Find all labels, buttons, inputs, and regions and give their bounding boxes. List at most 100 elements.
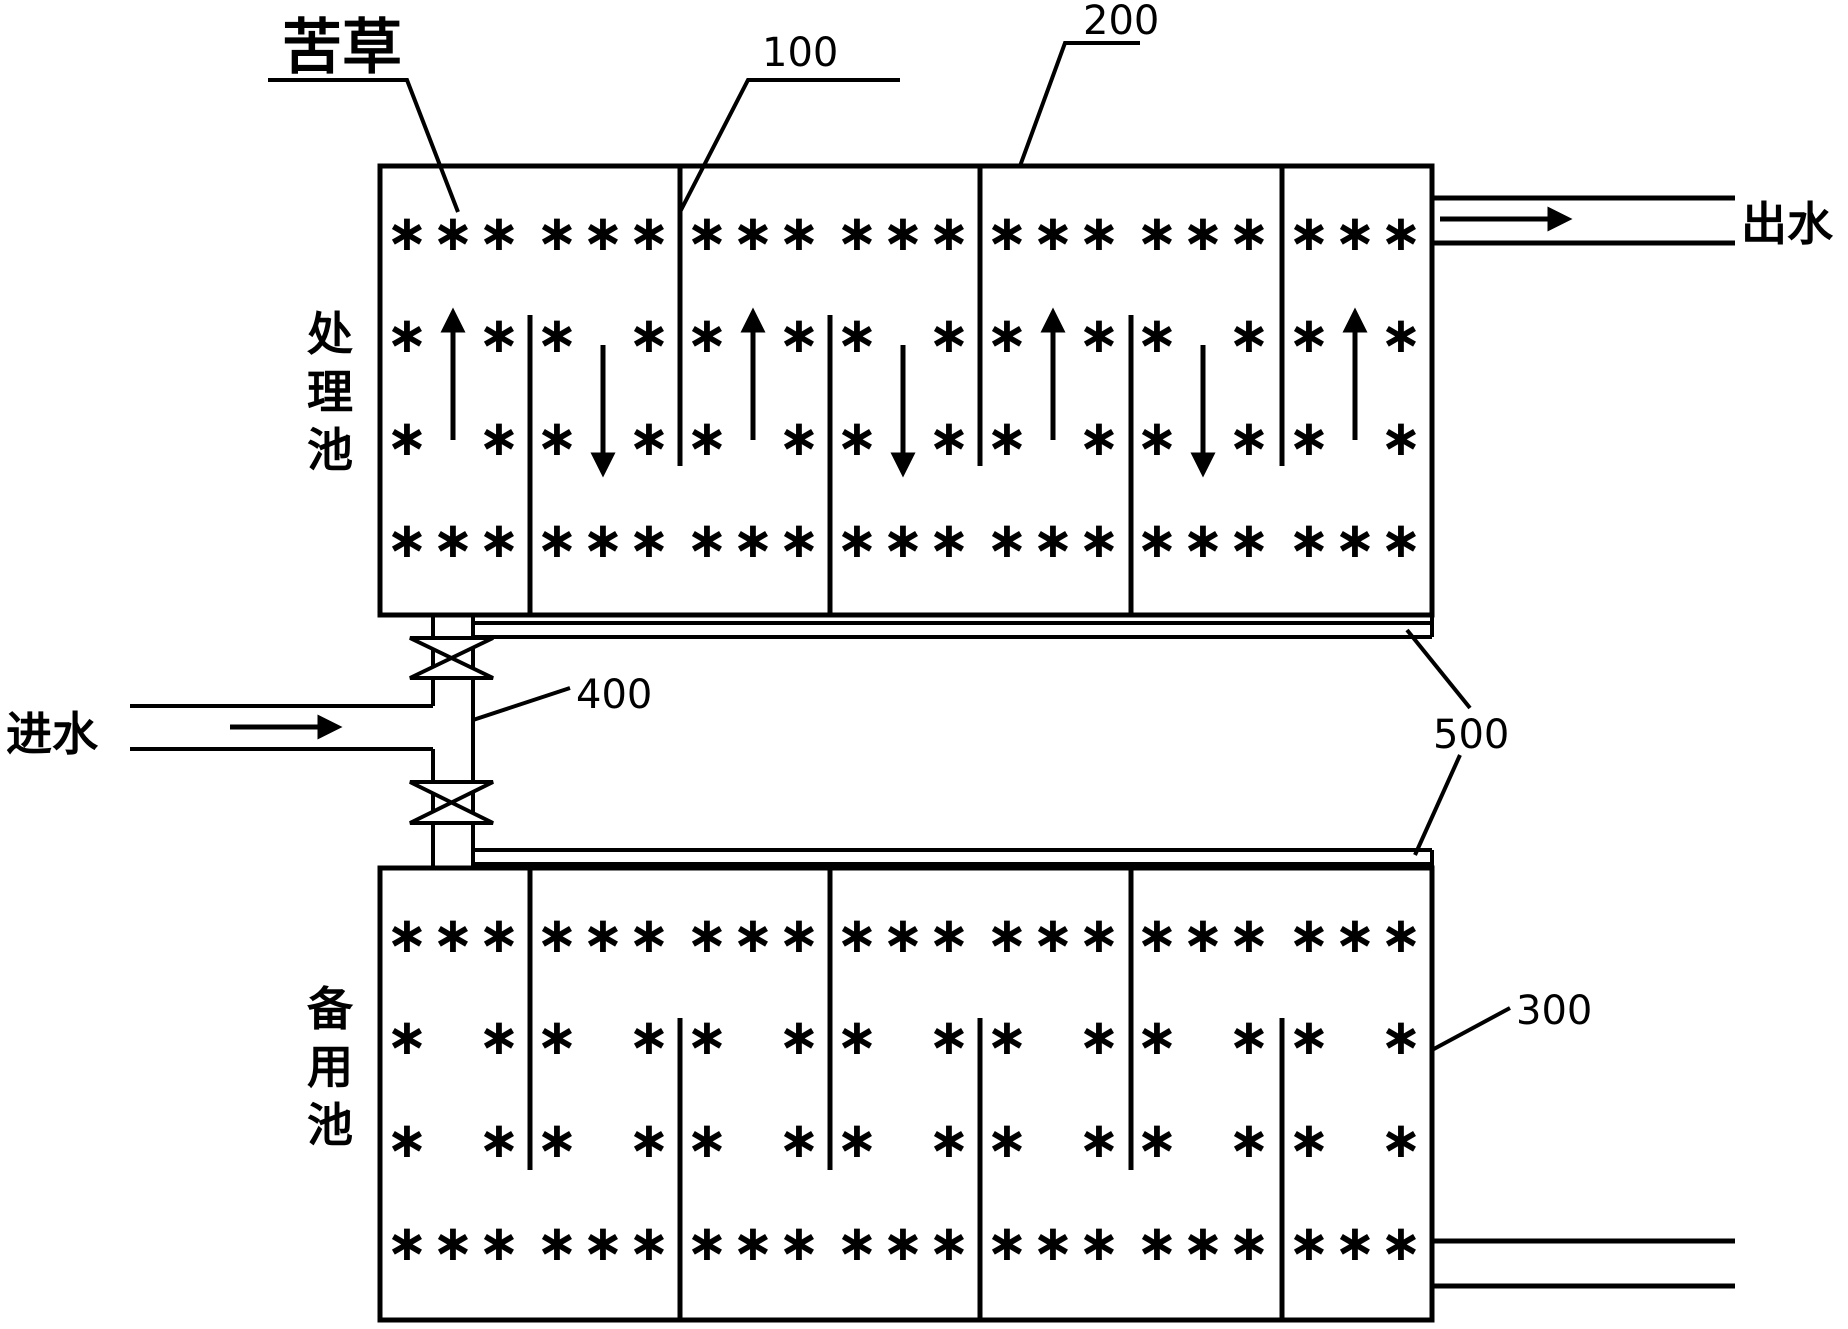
treatment-pool-label: 处理池 bbox=[307, 307, 353, 477]
baffle-ref-label: 100 bbox=[762, 30, 838, 76]
plant-marker: ∗ bbox=[1288, 511, 1330, 569]
plant-marker: ∗ bbox=[582, 1214, 624, 1272]
plant-marker: ∗ bbox=[478, 511, 520, 569]
standby-pool-label: 备用池 bbox=[307, 982, 354, 1152]
plant-marker: ∗ bbox=[1288, 306, 1330, 364]
plant-marker: ∗ bbox=[836, 306, 878, 364]
plant-marker: ∗ bbox=[478, 409, 520, 467]
plant-marker: ∗ bbox=[1288, 409, 1330, 467]
plant-marker: ∗ bbox=[628, 306, 670, 364]
treatment-pool bbox=[377, 163, 1435, 618]
plant-marker: ∗ bbox=[882, 1214, 924, 1272]
plant-marker: ∗ bbox=[778, 306, 820, 364]
plant-marker: ∗ bbox=[1078, 409, 1120, 467]
plant-marker: ∗ bbox=[1136, 1008, 1178, 1066]
plant-marker: ∗ bbox=[1136, 511, 1178, 569]
plant-marker: ∗ bbox=[928, 409, 970, 467]
plant-marker: ∗ bbox=[1032, 906, 1074, 964]
plant-marker: ∗ bbox=[536, 1214, 578, 1272]
plant-marker: ∗ bbox=[836, 204, 878, 262]
plant-marker: ∗ bbox=[1380, 1008, 1422, 1066]
plant-marker: ∗ bbox=[386, 409, 428, 467]
plant-marker: ∗ bbox=[536, 409, 578, 467]
plant-marker: ∗ bbox=[1078, 1111, 1120, 1169]
plant-marker: ∗ bbox=[582, 204, 624, 262]
plant-marker: ∗ bbox=[1288, 204, 1330, 262]
plant-marker: ∗ bbox=[1380, 511, 1422, 569]
plant-marker: ∗ bbox=[686, 1008, 728, 1066]
plant-marker: ∗ bbox=[986, 1111, 1028, 1169]
valve-top-icon[interactable] bbox=[409, 636, 494, 680]
plant-marker: ∗ bbox=[686, 906, 728, 964]
plant-marker: ∗ bbox=[986, 511, 1028, 569]
plant-marker: ∗ bbox=[778, 906, 820, 964]
plant-marker: ∗ bbox=[732, 906, 774, 964]
plant-marker: ∗ bbox=[986, 204, 1028, 262]
valve-bottom-icon[interactable] bbox=[409, 780, 494, 825]
plant-markers-standby: ∗∗∗∗∗∗∗∗∗∗∗∗∗∗∗∗∗∗∗∗∗∗∗∗∗∗∗∗∗∗∗∗∗∗∗∗∗∗∗∗… bbox=[386, 906, 1422, 1272]
plant-marker: ∗ bbox=[1078, 1008, 1120, 1066]
treatment-ref-label: 200 bbox=[1083, 0, 1159, 44]
plant-marker: ∗ bbox=[536, 306, 578, 364]
pipe-ref-label: 400 bbox=[576, 672, 652, 718]
plant-marker: ∗ bbox=[536, 1111, 578, 1169]
plant-marker: ∗ bbox=[1136, 204, 1178, 262]
plant-marker: ∗ bbox=[1380, 1214, 1422, 1272]
plant-marker: ∗ bbox=[386, 1214, 428, 1272]
plant-marker: ∗ bbox=[478, 306, 520, 364]
plant-marker: ∗ bbox=[386, 511, 428, 569]
plant-marker: ∗ bbox=[478, 1008, 520, 1066]
plant-marker: ∗ bbox=[386, 204, 428, 262]
plant-marker: ∗ bbox=[628, 1111, 670, 1169]
standby-pool bbox=[377, 865, 1435, 1323]
plant-marker: ∗ bbox=[582, 906, 624, 964]
plant-marker: ∗ bbox=[1078, 1214, 1120, 1272]
plant-marker: ∗ bbox=[1288, 1214, 1330, 1272]
plant-marker: ∗ bbox=[882, 204, 924, 262]
plant-marker: ∗ bbox=[686, 511, 728, 569]
plant-marker: ∗ bbox=[1032, 511, 1074, 569]
connecting-pipe-bottom bbox=[473, 848, 1434, 868]
plant-marker: ∗ bbox=[1380, 1111, 1422, 1169]
plant-marker: ∗ bbox=[628, 204, 670, 262]
plant-marker: ∗ bbox=[536, 204, 578, 262]
plant-marker: ∗ bbox=[1182, 511, 1224, 569]
plant-marker: ∗ bbox=[882, 906, 924, 964]
plant-marker: ∗ bbox=[732, 1214, 774, 1272]
inlet-pipe bbox=[130, 615, 475, 868]
treatment-pool-wall bbox=[377, 163, 1435, 618]
plant-marker: ∗ bbox=[1288, 1008, 1330, 1066]
plant-marker: ∗ bbox=[1182, 1214, 1224, 1272]
standby-drain-pipe bbox=[1432, 1238, 1735, 1289]
plant-marker: ∗ bbox=[1380, 409, 1422, 467]
plant-marker: ∗ bbox=[778, 1008, 820, 1066]
inlet-label: 进水 bbox=[6, 707, 99, 761]
plant-marker: ∗ bbox=[836, 1008, 878, 1066]
plant-marker: ∗ bbox=[1228, 1111, 1270, 1169]
plant-marker: ∗ bbox=[1078, 511, 1120, 569]
plant-marker: ∗ bbox=[1136, 306, 1178, 364]
plant-marker: ∗ bbox=[1288, 906, 1330, 964]
plant-marker: ∗ bbox=[628, 409, 670, 467]
plant-marker: ∗ bbox=[536, 511, 578, 569]
outlet-pipe bbox=[1432, 195, 1735, 246]
plant-marker: ∗ bbox=[582, 511, 624, 569]
plant-marker: ∗ bbox=[386, 906, 428, 964]
plant-marker: ∗ bbox=[836, 906, 878, 964]
plant-marker: ∗ bbox=[386, 1008, 428, 1066]
plant-marker: ∗ bbox=[1078, 306, 1120, 364]
plant-marker: ∗ bbox=[1228, 204, 1270, 262]
plant-marker: ∗ bbox=[778, 409, 820, 467]
plant-marker: ∗ bbox=[1078, 906, 1120, 964]
plant-marker: ∗ bbox=[986, 906, 1028, 964]
plant-marker: ∗ bbox=[836, 409, 878, 467]
plant-marker: ∗ bbox=[432, 511, 474, 569]
plant-marker: ∗ bbox=[1032, 204, 1074, 262]
plant-marker: ∗ bbox=[1288, 1111, 1330, 1169]
plant-marker: ∗ bbox=[628, 906, 670, 964]
plant-marker: ∗ bbox=[732, 204, 774, 262]
plant-marker: ∗ bbox=[1136, 906, 1178, 964]
plant-marker: ∗ bbox=[986, 1008, 1028, 1066]
plant-marker: ∗ bbox=[1334, 906, 1376, 964]
plant-marker: ∗ bbox=[1182, 204, 1224, 262]
